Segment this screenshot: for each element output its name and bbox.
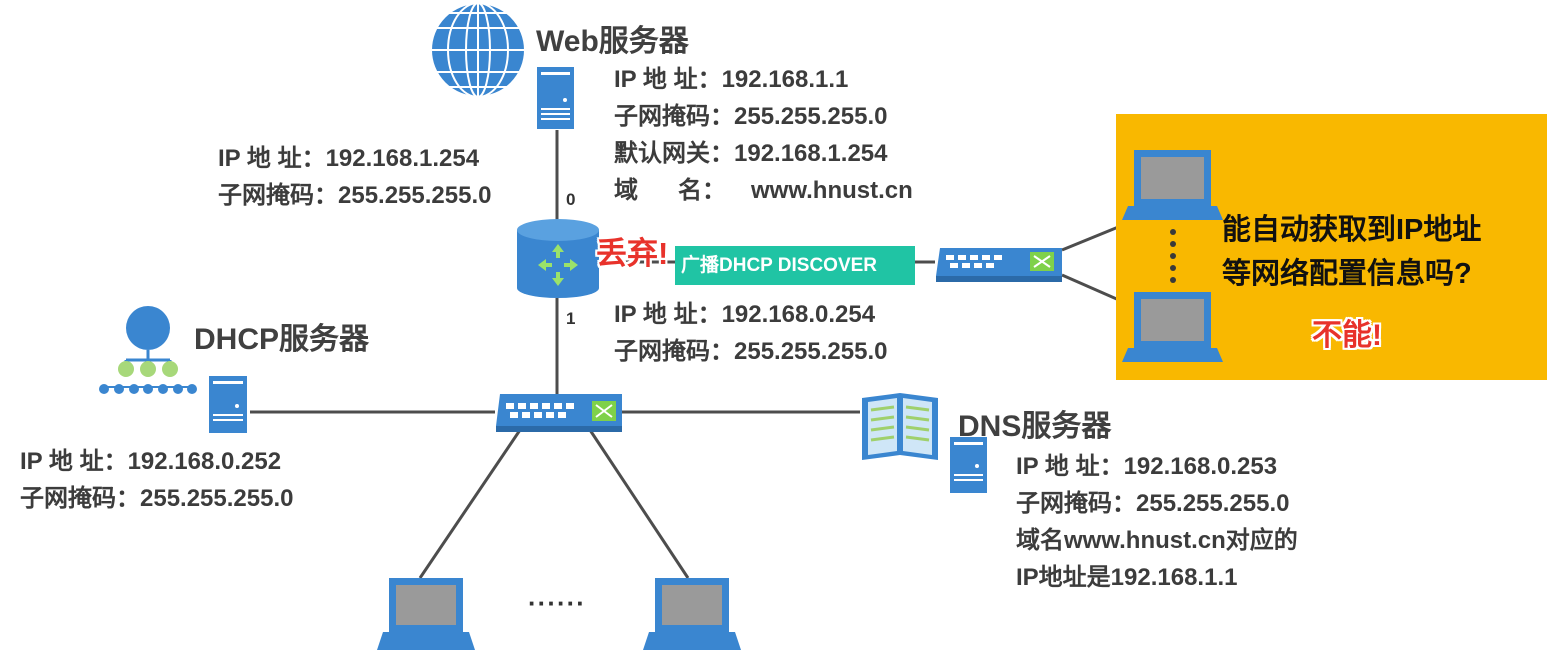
dns-record-line-2: IP地址是192.168.1.1 [1016,564,1238,591]
config-line-gateway: 默认网关：192.168.1.254 [614,140,888,167]
laptop-icon [377,578,475,650]
config-line-ip: IP 地 址：192.168.1.1 [614,66,849,93]
router-port-1-label: 1 [566,309,576,328]
dhcp-server-title: DHCP服务器 [194,323,370,356]
globe-icon [430,2,526,98]
remote-laptops [1122,150,1223,362]
config-line-ip: IP 地 址：192.168.0.252 [20,448,282,475]
question-line-1: 能自动获取到IP地址 [1222,214,1482,246]
web-server-title: Web服务器 [536,25,689,58]
remote-answer: 不能! [1312,319,1382,352]
dns-server-title: DNS服务器 [958,410,1112,443]
config-line-mask: 子网掩码：255.255.255.0 [614,103,888,130]
config-line-ip: IP 地 址：192.168.0.254 [614,301,876,328]
config-line-ip: IP 地 址：192.168.1.254 [218,145,480,172]
config-line-ip: IP 地 址：192.168.0.253 [1016,453,1278,480]
link-switch-host-right [588,429,690,579]
router-if1-config: IP 地 址：192.168.0.254 子网掩码：255.255.255.0 [614,296,887,370]
laptop-icon [1122,150,1223,220]
question-line-2: 等网络配置信息吗? [1222,258,1472,290]
lan-hosts-ellipsis: ······ [528,588,586,618]
link-switch-host-left [418,429,522,579]
router-if0-config: IP 地 址：192.168.1.254 子网掩码：255.255.255.0 [218,140,491,214]
dhcp-discover-packet: 广播DHCP DISCOVER [675,246,915,285]
web-server-icon [537,67,574,129]
remote-switch-icon [936,248,1062,282]
dns-record-line-1: 域名www.hnust.cn对应的 [1016,527,1298,554]
web-server-config: IP 地 址：192.168.1.1 子网掩码：255.255.255.0 默认… [614,61,913,209]
dns-server-config: IP 地 址：192.168.0.253 子网掩码：255.255.255.0 … [1016,448,1298,596]
dhcp-hierarchy-icon [99,306,197,394]
config-line-mask: 子网掩码：255.255.255.0 [614,338,888,365]
discard-label: 丢弃! [596,236,669,271]
dns-server-icon [950,437,987,493]
config-line-mask: 子网掩码：255.255.255.0 [218,182,492,209]
config-line-mask: 子网掩码：255.255.255.0 [20,485,294,512]
laptop-icon [643,578,741,650]
lan-switch-icon [496,394,622,432]
book-icon [862,393,938,460]
dhcp-server-config: IP 地 址：192.168.0.252 子网掩码：255.255.255.0 [20,443,293,517]
vertical-ellipsis-icon [1170,229,1176,283]
config-line-mask: 子网掩码：255.255.255.0 [1016,490,1290,517]
remote-question: 能自动获取到IP地址 等网络配置信息吗? [1222,208,1481,296]
dhcp-server-icon [209,376,247,433]
router-icon [517,219,599,298]
config-line-domain: 域 名：www.hnust.cn [614,177,913,204]
laptop-icon [1122,292,1223,362]
router-port-0-label: 0 [566,190,576,209]
